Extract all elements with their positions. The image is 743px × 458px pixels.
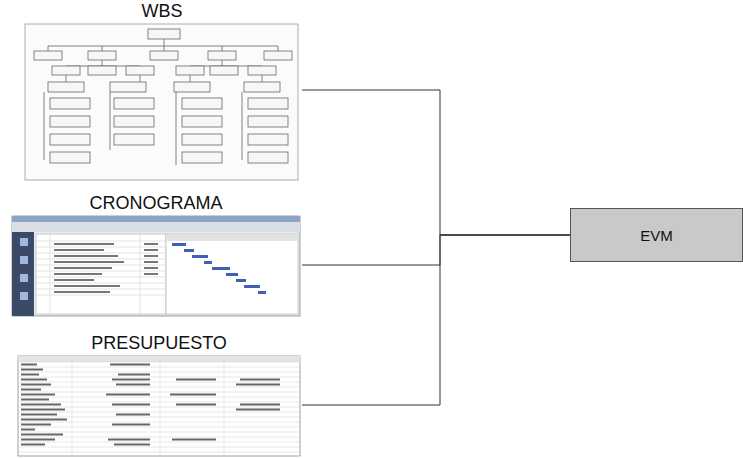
- connector-line: [302, 90, 570, 235]
- picture-heading: CRONOGRAMA: [86, 193, 225, 213]
- heading-row: CRONOGRAMA: [10, 192, 302, 214]
- picture-heading: WBS: [138, 1, 185, 21]
- wbs-node: WBS: [22, 0, 302, 182]
- budget-node: PRESUPUESTO: [16, 332, 302, 456]
- connector-line: [302, 235, 570, 405]
- schedule-node: CRONOGRAMA: [10, 192, 302, 318]
- picture-heading: PRESUPUESTO: [88, 333, 230, 353]
- box-label: EVM: [640, 227, 673, 244]
- heading-row: WBS: [22, 0, 302, 22]
- connector-line: [302, 235, 570, 265]
- heading-row: PRESUPUESTO: [16, 332, 302, 354]
- wbs-picture: [25, 24, 298, 180]
- evm-box: EVM: [570, 208, 743, 262]
- budget-picture: [18, 356, 300, 456]
- schedule-picture: [12, 216, 300, 316]
